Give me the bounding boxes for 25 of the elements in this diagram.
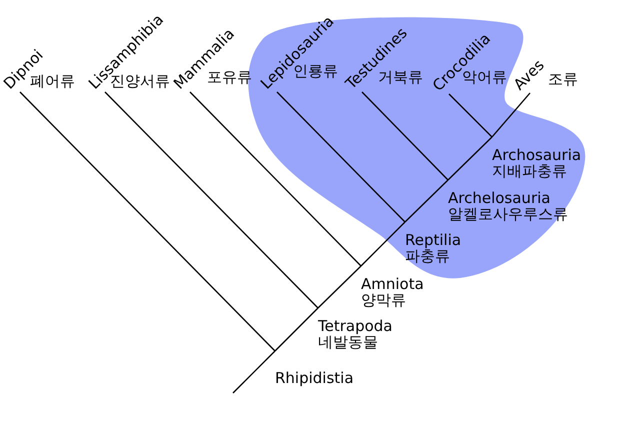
clade-name: Reptilia xyxy=(405,232,462,248)
clade-name: Tetrapoda xyxy=(318,318,392,334)
branch-line xyxy=(404,180,448,222)
clade-name: Archelosauria xyxy=(448,190,552,206)
branch-line xyxy=(448,94,492,138)
common-name: 조류 xyxy=(548,72,578,87)
clade-name: Archosauria xyxy=(492,147,582,163)
common-name: 지배파충류 xyxy=(492,163,568,179)
common-name: 파충류 xyxy=(405,248,450,264)
branch-line xyxy=(104,92,318,308)
branch-line xyxy=(274,308,318,352)
common-name: 양막류 xyxy=(361,292,407,308)
common-name: 알켈로사우루스류 xyxy=(448,206,568,222)
branch-line xyxy=(360,222,406,266)
common-name: 네발동물 xyxy=(318,334,378,350)
branch-line xyxy=(362,92,448,180)
branch-line xyxy=(232,350,276,394)
branch-line xyxy=(20,92,276,352)
branch-line xyxy=(448,136,492,180)
clade-name: Amniota xyxy=(361,276,424,292)
branch-line xyxy=(190,92,362,266)
branch-line xyxy=(492,92,530,138)
clade-name: Rhipidistia xyxy=(275,370,354,386)
branch-line xyxy=(318,266,362,308)
branch-line xyxy=(276,92,406,222)
